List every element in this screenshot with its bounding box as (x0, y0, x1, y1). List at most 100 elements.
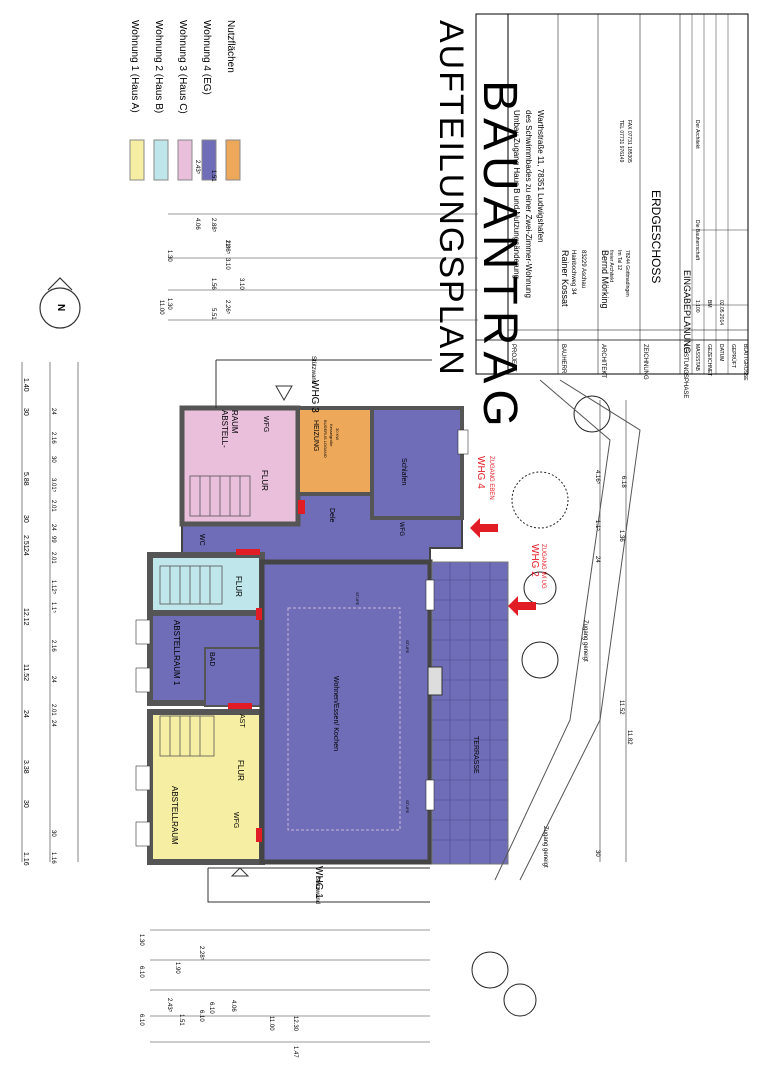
architect-line: Bernd Mörking (600, 250, 610, 309)
label-zugang: Zugang geneigt (582, 620, 588, 662)
stamp-bauantrag: BAUANTRAG (473, 80, 526, 433)
architect-line: Im Tal 12 (616, 250, 622, 270)
dim-left: 2.16 (50, 432, 56, 444)
dim-top: 2.26⁵ (224, 300, 231, 315)
room-abstellraum-c2: RAUM (230, 410, 239, 434)
drawing-name: ERDGESCHOSS (649, 190, 663, 283)
dim-bottom: 6.10 (138, 966, 144, 978)
dim-top: 3.10 (224, 258, 230, 270)
dim-left: 3.01⁵ (50, 478, 57, 493)
dim-left: 24 (50, 676, 56, 683)
meta-key: GEZEICHNET (706, 344, 712, 376)
phase-label: LEISTUNGSPHASE (682, 344, 688, 398)
north-label: N (55, 304, 66, 311)
sign-architect: Der Architekt (694, 120, 700, 149)
dim-top: 2.88⁵ (224, 240, 231, 255)
meta-value: 02.05.2014 (718, 300, 724, 325)
dim-left: 1.16 (22, 852, 29, 866)
room-flur-b: FLUR (234, 576, 243, 597)
red-arrow-icons (470, 518, 536, 616)
project-label: PROJEKT (510, 344, 516, 372)
marker-whg2: WHG 2 (529, 544, 540, 577)
label-stufe: STUFE (405, 640, 410, 653)
room-abstellraum1: ABSTELLRAUM 1 (172, 620, 181, 686)
label-stufe: STUFE (405, 800, 410, 813)
architect-line: 78244 Gottmadingen (624, 250, 630, 297)
room-bad: BAD (208, 652, 215, 666)
dim-bottom: 1.90 (174, 962, 180, 974)
room-heizung: HEIZUNG (312, 420, 319, 452)
legend-label: Wohnung 2 (Haus B) (153, 20, 164, 113)
dim-left: 24 (22, 710, 29, 718)
room-abstellraum-a: ABSTELLRAUM (170, 786, 179, 845)
dim-left: 2.01 (50, 552, 56, 564)
marker-whg1: WHG 1 (313, 866, 324, 899)
dim-right: 11.52 (618, 700, 624, 715)
sign-builder: Die Bauherrschaft (694, 220, 700, 261)
dim-top: 1.51 (210, 170, 216, 182)
meta-key: DATUM (718, 344, 724, 361)
dim-left: 11.52 (22, 664, 29, 681)
room-heizung-sub3: 30 KW (335, 428, 340, 440)
dim-bottom: 2.28⁵ (198, 946, 205, 961)
room-heizung-sub2: Kesselgröße (329, 424, 334, 447)
dim-left: 2.01 (50, 500, 56, 512)
dim-right: 11.82 (626, 730, 632, 745)
dim-left: 24 (50, 524, 56, 531)
dim-left: 24 (50, 720, 56, 727)
label-zugang: Zugang geneigt (542, 826, 548, 868)
dim-left: 24 (22, 548, 29, 556)
architect-line: freier Architekt (608, 250, 614, 283)
dim-right: 30 (594, 850, 600, 857)
dim-left: 12.12 (22, 608, 29, 626)
marker-whg4: WHG 4 (475, 456, 486, 489)
dim-top: 1.30 (166, 298, 172, 310)
owner-line: 83229 Aschau (580, 250, 586, 288)
meta-key: GEPRÜFT (730, 344, 737, 368)
dim-left: 2.01 (50, 704, 56, 716)
dim-bottom: 11.00 (268, 1016, 274, 1031)
dim-bottom: 12.30 (292, 1016, 298, 1032)
room-dele: Dele (328, 508, 335, 523)
dim-right: 1.36 (618, 530, 624, 542)
label-stufe: STUFE (355, 592, 360, 605)
dim-top: 3.10 (238, 278, 244, 290)
retaining-wall (207, 359, 432, 903)
dim-top: 2.43⁵ (194, 160, 201, 175)
room-heizung-sub: BUDERUS LOGANO (323, 420, 328, 458)
marker-whg2-sub: ZUGANG IM UG (540, 544, 546, 589)
marker-whg4-sub: ZUGANG EBEN (488, 456, 494, 500)
dim-right: 1.1⁵ (594, 520, 601, 531)
legend-swatch (153, 139, 169, 181)
drawing-label: ZEICHNUNG (642, 344, 648, 380)
tree-symbols (471, 395, 611, 1017)
legend-swatch (225, 139, 241, 181)
room-wfg-c: WFG (262, 416, 269, 432)
room-flur-a: FLUR (236, 760, 245, 781)
dim-right: 6.18 (620, 476, 626, 488)
legend-label: Nutzflächen (225, 20, 236, 73)
owner-line: Rainer Kossat (560, 250, 570, 307)
legend-label: Wohnung 3 (Haus C) (177, 20, 188, 114)
project-line: Umbau Zugang Haus B und Nutzungsänderung (512, 110, 521, 279)
entrance-arrows (230, 385, 293, 877)
room-wfg-mid: WFG (398, 522, 404, 536)
dim-right: 4.16⁵ (594, 470, 601, 485)
dim-left: 30 (50, 456, 56, 463)
meta-key: MASSSTAB (694, 344, 700, 372)
architect-contact: TEL 07731 976149 (618, 120, 624, 163)
room-wfg-a: WFG (232, 812, 239, 828)
dim-left: 24 (50, 408, 56, 415)
marker-whg3: WHG 3 (309, 380, 320, 413)
label-stutzwand: Stützwand (314, 876, 320, 904)
dim-left: 30 (22, 515, 29, 523)
dim-bottom: 6.10 (198, 1010, 204, 1022)
dim-bottom: 6.10 (208, 1002, 214, 1014)
legend-swatch (129, 139, 145, 181)
legend-swatch (177, 139, 193, 181)
dim-bottom: 1.51 (178, 1014, 184, 1026)
dim-top: 11.00 (158, 300, 164, 315)
dim-bottom: 4.06 (230, 1000, 236, 1012)
north-arrow-icon (39, 277, 81, 329)
